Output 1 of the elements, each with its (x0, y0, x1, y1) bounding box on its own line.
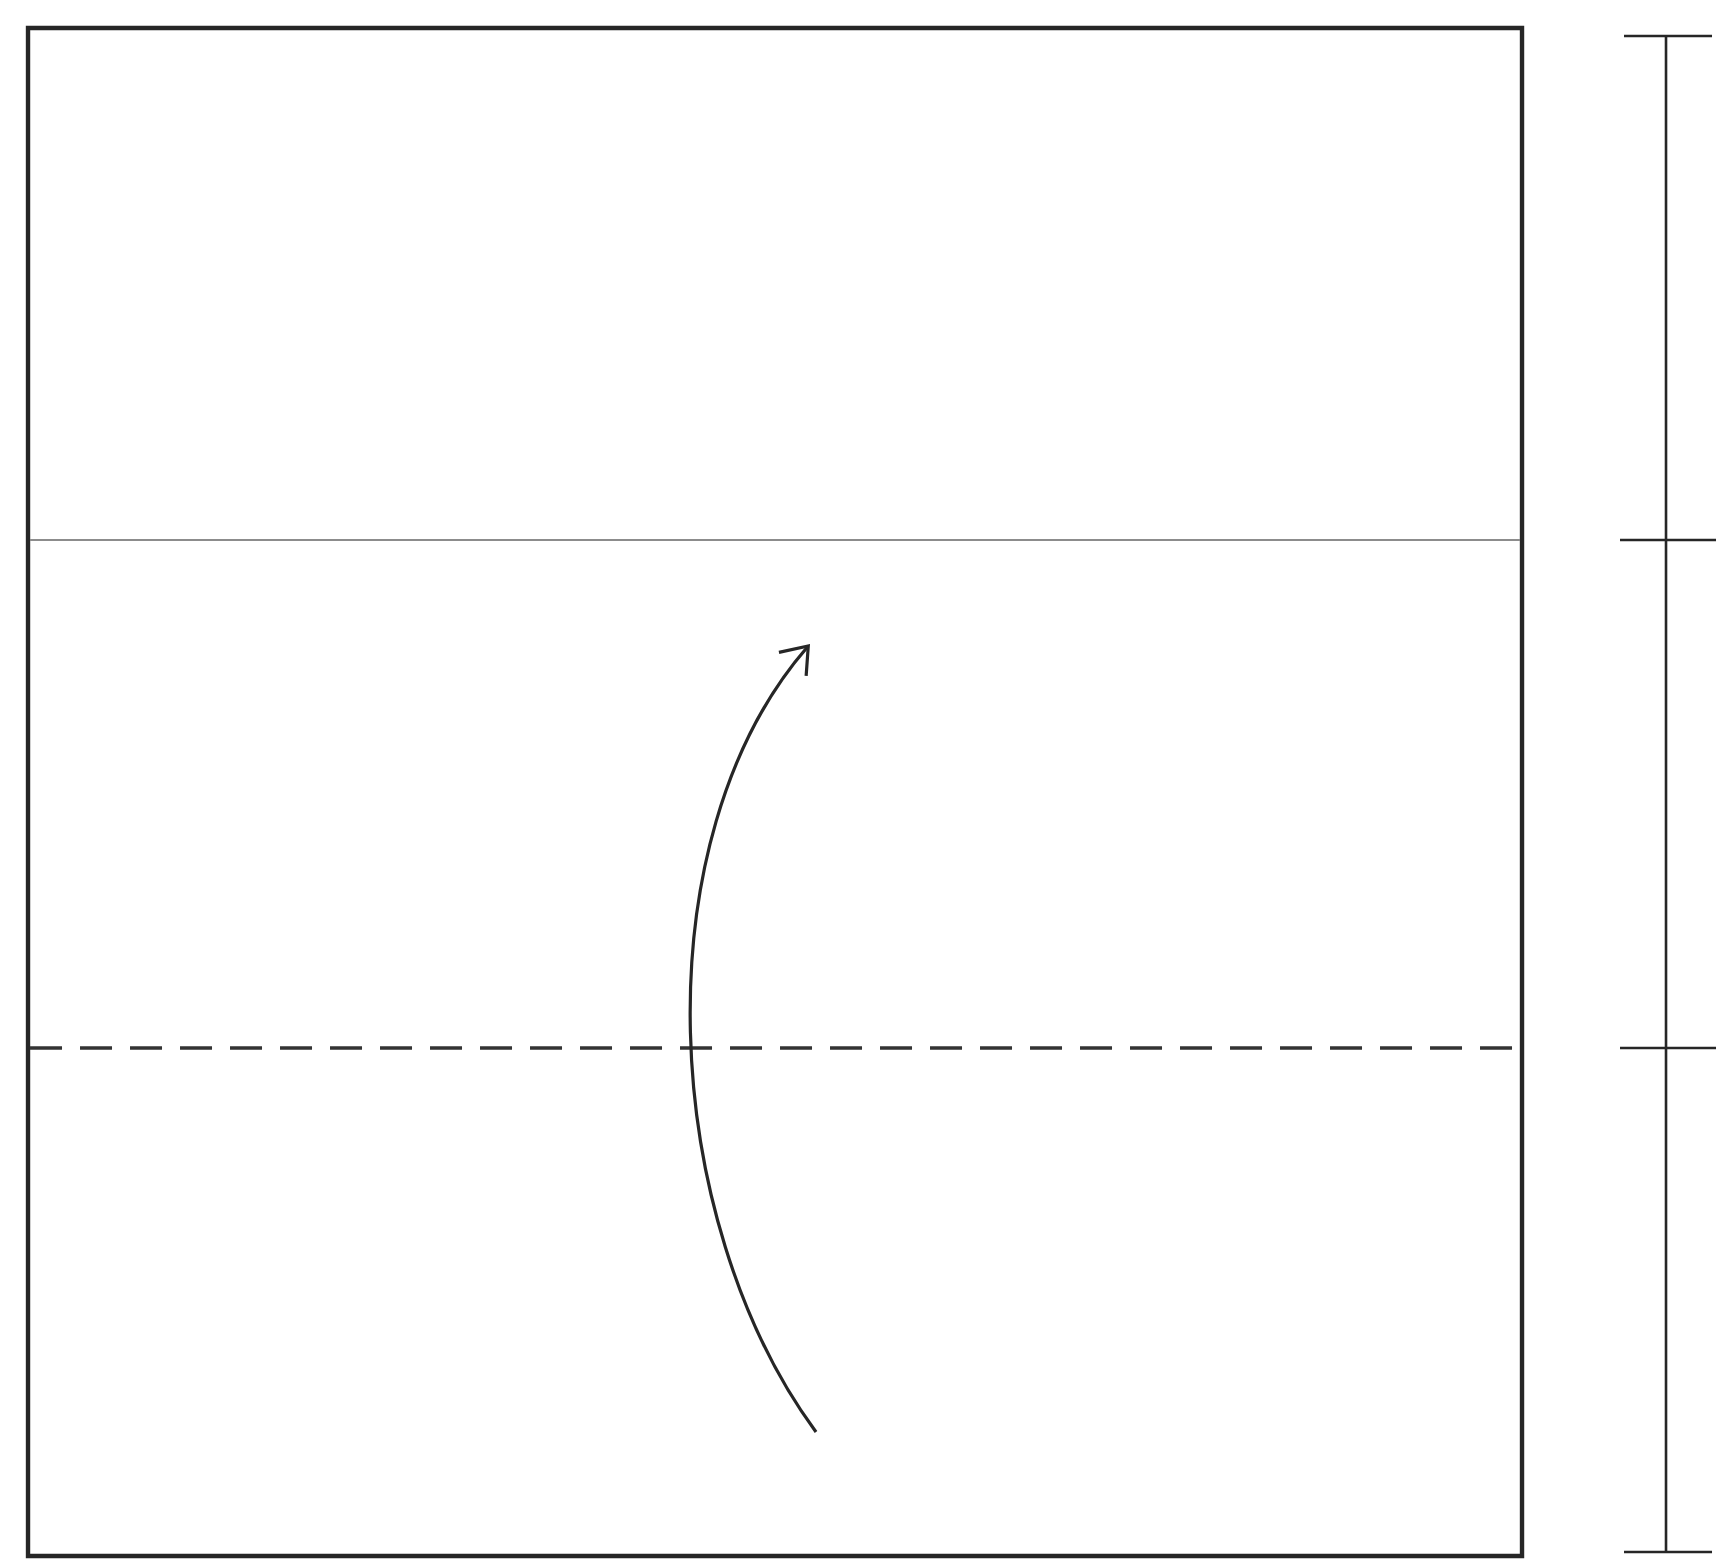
paper-square (25, 25, 1525, 1559)
